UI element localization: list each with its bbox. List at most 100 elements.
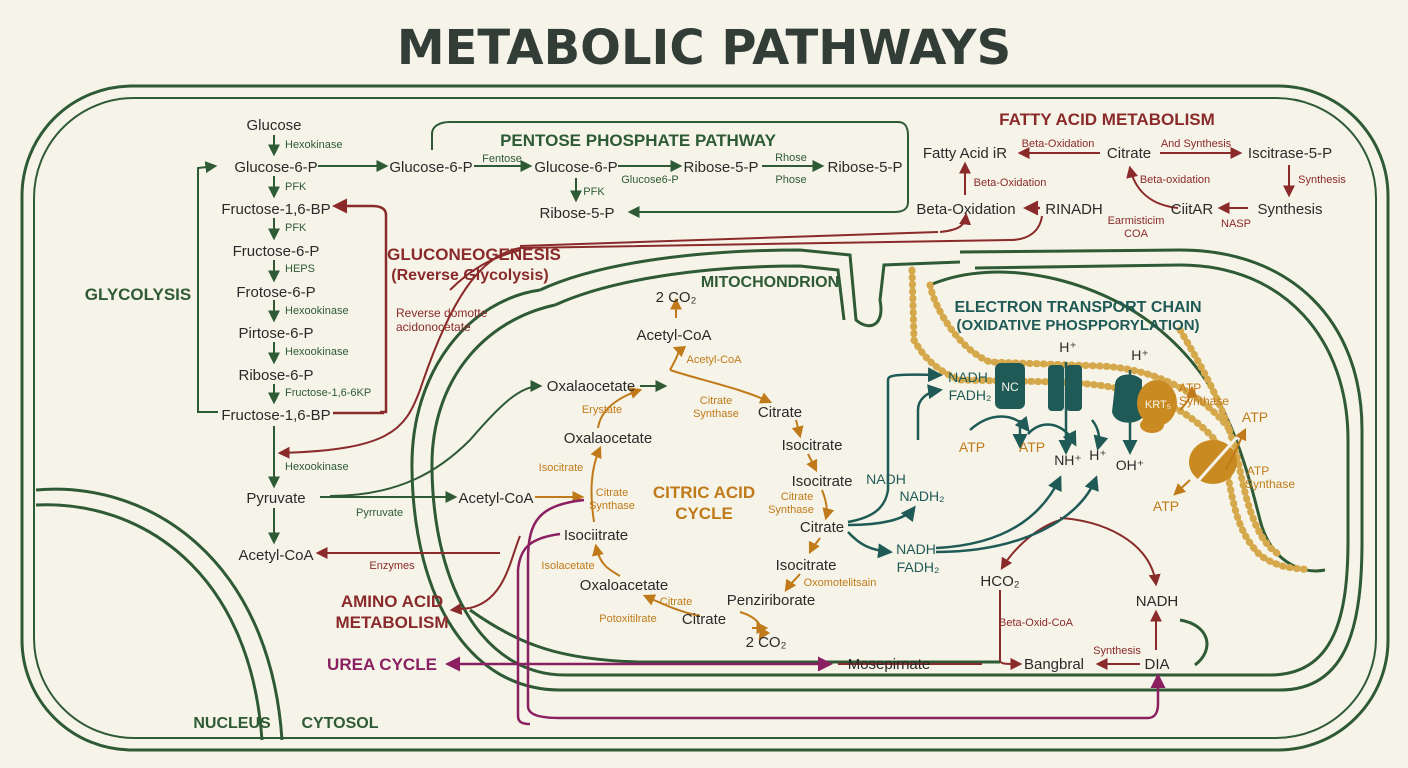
gluconeogenesis-arrows [332, 198, 1040, 415]
gluconeogenesis-subheading: (Reverse Glycolysis) [391, 267, 548, 284]
etc-labels: NADH FADH₂ NADH NADH₂ NADH FADH₂ NC KRT₅… [866, 339, 1295, 575]
fatty-acid-enzyme: Earmisticim [1108, 215, 1165, 227]
glycolysis-enzyme: Hexokinase [285, 139, 342, 151]
citric-node: Citrate [800, 519, 844, 536]
page-title: METABOLIC PATHWAYS [397, 20, 1011, 76]
citric-node: Isocitrate [792, 473, 853, 490]
citric-node: Isocitrate [782, 437, 843, 454]
acetyl-enzyme: Enzymes [369, 560, 415, 572]
cell-membrane [20, 84, 1390, 752]
citric-enzyme: Synthase [693, 408, 739, 420]
citric-enzyme: Citrate [660, 596, 692, 608]
citric-node: Citrate [758, 404, 802, 421]
etc-label: FADH₂ [949, 387, 992, 403]
etc-label: OH⁺ [1116, 457, 1144, 473]
etc-label: ATP [959, 439, 985, 455]
etc-label: NADH [866, 471, 906, 487]
citric-enzyme: Citrate [596, 487, 628, 499]
pentose-node: Glucose-6-P [389, 159, 472, 176]
pentose-enzyme: Fentose [482, 153, 522, 165]
mitochondrion-heading: MITOCHONDRION [701, 274, 839, 291]
glycolysis-enzyme: PFK [285, 222, 307, 234]
section-headings: GLYCOLYSIS PENTOSE PHOSPHATE PATHWAY FAT… [85, 110, 1215, 732]
pentose-node: Glucose-6-P [534, 159, 617, 176]
citric-enzyme: Oxomotelitsain [804, 577, 877, 589]
lower-enzyme: Synthesis [1093, 645, 1141, 657]
fatty-acid-enzyme: NASP [1221, 218, 1251, 230]
nucleus-membrane [35, 487, 284, 741]
pyruvate-product: Acetyl-CoA [458, 490, 533, 507]
glycolysis-node: Frotose-6-P [236, 284, 315, 301]
citric-node: Oxalaocetate [564, 430, 652, 447]
citric-node: Oxaloacetate [580, 577, 668, 594]
glycolysis-enzyme: Hexookinase [285, 346, 349, 358]
citric-cycle-arrows [535, 297, 835, 641]
pentose-enzyme: Glucose6-P [621, 174, 678, 186]
fatty-acid-arrows [277, 147, 1295, 670]
glycolysis-node: Pyruvate [246, 490, 305, 507]
pentose-node: Ribose-5-P [539, 205, 614, 222]
citric-enzyme: Isocitrate [539, 462, 584, 474]
pentose-enzymes: Fentose Glucose6-P Rhose Phose PFK [482, 152, 807, 198]
citric-nodes: 2 CO₂ Acetyl-CoA Oxalaocetate Citrate Ox… [547, 289, 853, 651]
glycolysis-node: Fructose-1,6-BP [221, 407, 330, 424]
lower-nodes: HCO₂ NADH Mosepirnate Bangbral DIA [848, 573, 1179, 673]
pyruvate-enzyme: Pyrruvate [356, 507, 403, 519]
citric-node: Oxalaocetate [547, 378, 635, 395]
pentose-node: Ribose-5-P [683, 159, 758, 176]
amino-heading: AMINO ACID [341, 592, 443, 611]
fatty-acid-enzymes: Beta-Oxidation And Synthesis Beta-Oxidat… [974, 138, 1347, 240]
lower-node: Bangbral [1024, 656, 1084, 673]
citric-enzyme: Isolacetate [541, 560, 594, 572]
fatty-acid-node: CiitAR [1171, 201, 1214, 218]
etc-label: ATP [1247, 464, 1269, 478]
citric-node: Acetyl-CoA [636, 327, 711, 344]
urea-heading: UREA CYCLE [327, 655, 437, 674]
lower-node: HCO₂ [980, 573, 1019, 590]
gluconeogenesis-heading: GLUCONEOGENESIS [387, 245, 561, 264]
urea-arrows [445, 498, 1166, 726]
etc-complexes [995, 363, 1240, 491]
etc-label: ATP [1153, 498, 1179, 514]
glycolysis-heading: GLYCOLYSIS [85, 285, 191, 304]
fatty-acid-node: Synthesis [1257, 201, 1322, 218]
pentose-nodes: Glucose-6-P Glucose-6-P Ribose-5-P Ribos… [389, 159, 902, 222]
glycolysis-enzymes: Hexokinase PFK PFK HEPS Hexookinase Hexo… [285, 139, 403, 519]
citric-enzymes: Acetyl-CoA Citrate Synthase Erystate Iso… [539, 354, 877, 625]
citric-enzyme: Erystate [582, 404, 622, 416]
glycolysis-enzyme: HEPS [285, 263, 315, 275]
etc-label: FADH₂ [897, 559, 940, 575]
glycolysis-enzyme: Hexookinase [285, 461, 349, 473]
etc-subheading: (OXIDATIVE PHOSPPORYLATION) [956, 317, 1199, 334]
pentose-node: Ribose-5-P [827, 159, 902, 176]
fatty-acid-enzyme: Beta-Oxidation [974, 177, 1047, 189]
fatty-acid-enzyme: COA [1124, 228, 1149, 240]
etc-label: NH⁺ [1054, 452, 1082, 468]
etc-label: Synthase [1245, 477, 1295, 491]
fatty-acid-node: Citrate [1107, 145, 1151, 162]
citric-heading-line2: CYCLE [675, 504, 733, 523]
pentose-arrows [431, 121, 909, 218]
pentose-enzyme: Rhose [775, 152, 807, 164]
citric-enzyme: Synthase [768, 504, 814, 516]
citric-node: 2 CO₂ [656, 289, 697, 306]
fatty-acid-enzyme: Beta-Oxidation [1022, 138, 1095, 150]
lower-node: NADH [1136, 593, 1179, 610]
glycolysis-node: Ribose-6-P [238, 367, 313, 384]
etc-label: NADH [896, 541, 936, 557]
fatty-acid-nodes: Fatty Acid iR Citrate Iscitrase-5-P Beta… [916, 145, 1332, 218]
citric-heading: CITRIC ACID [653, 483, 755, 502]
etc-heading: ELECTRON TRANSPORT CHAIN [954, 299, 1201, 316]
fatty-acid-heading: FATTY ACID METABOLISM [999, 110, 1215, 129]
citric-node: 2 CO₂ [746, 634, 787, 651]
fatty-acid-node: Beta-Oxidation [916, 201, 1015, 218]
glycolysis-node: Pirtose-6-P [238, 325, 313, 342]
glycolysis-node: Glucose-6-P [234, 159, 317, 176]
pentose-enzyme: PFK [583, 186, 605, 198]
glycolysis-enzyme: Hexookinase [285, 305, 349, 317]
lower-node: Mosepirnate [848, 656, 931, 673]
pentose-heading: PENTOSE PHOSPHATE PATHWAY [500, 131, 776, 150]
gluconeogenesis-label: acidonocetate [396, 320, 471, 334]
glycolysis-node: Fructose-6-P [233, 243, 320, 260]
